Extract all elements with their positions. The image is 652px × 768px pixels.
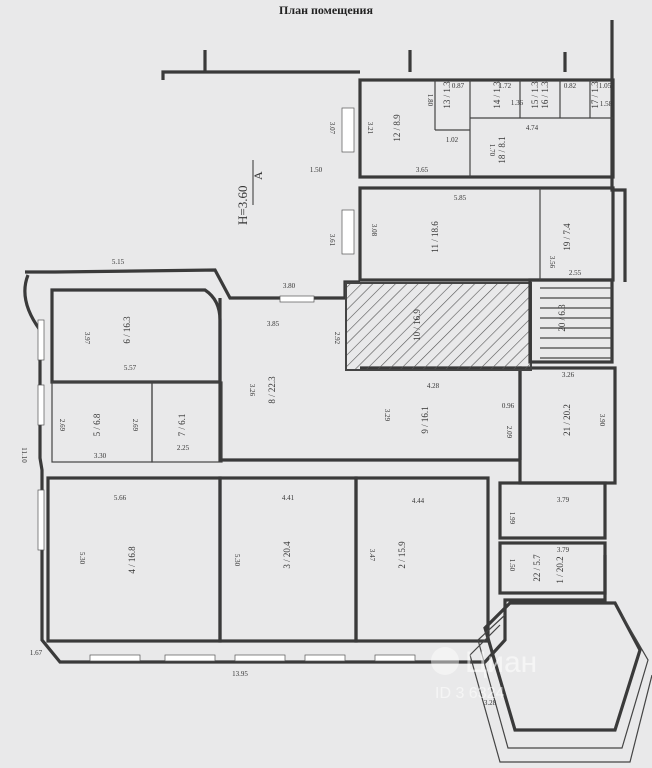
dimension-label: 2.92 — [333, 332, 341, 345]
dimension-labels: 0.87 1.72 0.82 1.05 1.80 1.36 1.58 1.02 4.74 3.07… — [20, 82, 613, 707]
dimension-label: 1.50 — [508, 559, 516, 572]
room-label-15: 15 / 1.3 — [530, 81, 540, 109]
dimension-label: 0.82 — [564, 82, 577, 90]
dimension-label: 3.61 — [328, 234, 336, 247]
watermark-brand: Циан — [465, 646, 537, 679]
dimension-label: 3.79 — [557, 546, 570, 554]
dimension-label: 1.58 — [600, 100, 613, 108]
dimension-label: 3.21 — [366, 122, 374, 135]
room-label-19: 19 / 7.4 — [562, 223, 572, 251]
dimension-label: 2.69 — [131, 419, 139, 432]
dimension-label: 3.65 — [416, 166, 429, 174]
bay-window — [469, 601, 652, 763]
dimension-label: 5.30 — [233, 554, 241, 567]
dimension-label: 1.72 — [499, 82, 512, 90]
dimension-label: 2.69 — [58, 419, 66, 432]
room-label-13: 13 / 1.3 — [442, 81, 452, 109]
room-label-22: 22 / 5.7 — [532, 554, 542, 582]
room-label-12: 12 / 8.9 — [392, 114, 402, 142]
dimension-label: 5.30 — [78, 552, 86, 565]
room-label-20: 20 / 6.3 — [557, 304, 567, 332]
dimension-label: 3.47 — [368, 549, 376, 562]
room-label-8: 8 / 22.3 — [267, 376, 277, 404]
dimension-label: 4.74 — [526, 124, 539, 132]
exterior-walls — [23, 20, 627, 664]
dimension-label: 3.26 — [562, 371, 575, 379]
room-label-4: 4 / 16.8 — [127, 546, 137, 574]
dimension-label: 1.99 — [508, 512, 516, 525]
dimension-label: 5.57 — [124, 364, 137, 372]
dimension-label: 3.80 — [283, 282, 296, 290]
dimension-label: 2.09 — [505, 426, 513, 439]
top-partitions — [434, 80, 613, 280]
dimension-label: 4.41 — [282, 494, 295, 502]
dimension-label: 4.28 — [427, 382, 440, 390]
facade-windows — [37, 107, 416, 662]
dimension-label: 1.02 — [446, 136, 459, 144]
dimension-label: 3.28 — [484, 699, 497, 707]
room-label-2: 2 / 15.9 — [397, 541, 407, 569]
dimension-label: 3.08 — [370, 224, 378, 237]
room-label-17: 17 / 1.3 — [590, 81, 600, 109]
room-label-21: 21 / 20.2 — [562, 404, 572, 436]
room-label-14: 14 / 1.3 — [492, 81, 502, 109]
room-labels: 1 / 20.2 2 / 15.9 3 / 20.4 4 / 16.8 5 / 6.8 6… — [92, 81, 600, 584]
dimension-label: 3.26 — [248, 384, 256, 397]
dimension-label: 1.50 — [310, 166, 323, 174]
room-label-10: 10 / 16.9 — [412, 309, 422, 341]
dimension-label: 11.10 — [20, 447, 28, 463]
watermark: Циан ID 3 6324 — [431, 646, 537, 702]
dimension-label: 1.67 — [30, 649, 43, 657]
room-label-6: 6 / 16.3 — [122, 316, 132, 344]
dimension-label: 0.96 — [502, 402, 515, 410]
room-label-11: 11 / 18.6 — [430, 221, 440, 253]
room-label-7: 7 / 6.1 — [177, 414, 187, 437]
section-height: H=3.60 — [235, 186, 250, 225]
dimension-label: 2.55 — [569, 269, 582, 277]
dimension-label: 3.29 — [383, 409, 391, 422]
plan-title: План помещения — [279, 3, 373, 17]
dimension-label: 5.15 — [112, 258, 125, 266]
dimension-label: 1.80 — [426, 94, 434, 107]
dimension-label: 3.56 — [548, 256, 556, 269]
dimension-label: 3.07 — [328, 122, 336, 135]
dimension-label: 1.70 — [488, 144, 496, 157]
section-letter: А — [251, 171, 265, 180]
dimension-label: 13.95 — [232, 670, 248, 678]
dimension-label: 5.66 — [114, 494, 127, 502]
room-label-1: 1 / 20.2 — [555, 556, 565, 583]
dimension-label: 2.25 — [177, 444, 190, 452]
room-label-9: 9 / 16.1 — [420, 406, 430, 433]
dimension-label: 0.87 — [452, 82, 465, 90]
dimension-label: 3.85 — [267, 320, 280, 328]
room-label-3: 3 / 20.4 — [282, 541, 292, 569]
dimension-label: 3.97 — [83, 332, 91, 345]
dimension-label: 1.36 — [511, 99, 524, 107]
room-label-5: 5 / 6.8 — [92, 413, 102, 436]
dimension-label: 5.85 — [454, 194, 467, 202]
room-label-16: 16 / 1.3 — [540, 81, 550, 109]
stair-steps — [540, 287, 612, 359]
dimension-label: 3.90 — [598, 414, 606, 427]
dimension-label: 4.44 — [412, 497, 425, 505]
watermark-id: ID 3 6324 — [435, 685, 504, 702]
dimension-label: 1.05 — [599, 82, 612, 90]
room-label-18: 18 / 8.1 — [497, 136, 507, 163]
section-mark: А H=3.60 — [235, 160, 265, 225]
dimension-label: 3.30 — [94, 452, 107, 460]
dimension-label: 3.79 — [557, 496, 570, 504]
